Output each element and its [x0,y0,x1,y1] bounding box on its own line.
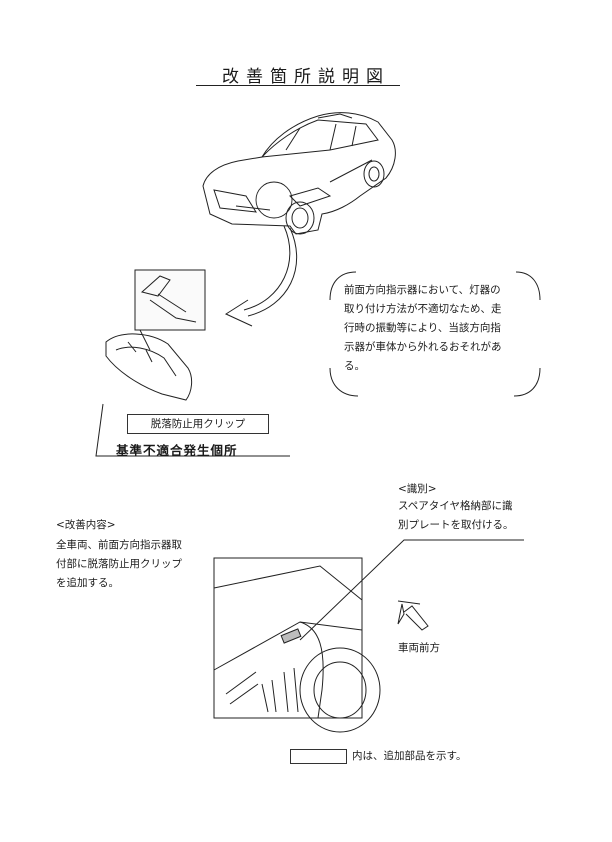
legend-box [290,749,347,764]
identification-leader [299,539,524,641]
pointer-arrow [224,225,298,327]
spare-tire-illustration [213,557,381,733]
improvement-line: を追加する。 [56,577,119,589]
description-line: 前面方向指示器において、灯器の [344,284,501,296]
description-line: る。 [344,360,365,372]
detail-inset [105,269,206,401]
clip-label-box: 脱落防止用クリップ [127,414,269,434]
defect-description: 前面方向指示器において、灯器の 取り付け方法が不適切なため、走 行時の振動等によ… [344,281,532,376]
vehicle-forward-arrow [397,600,429,631]
improvement-line: 付部に脱落防止用クリップ [56,558,182,570]
improvement-body: 全車両、前面方向指示器取 付部に脱落防止用クリップ を追加する。 [56,536,206,593]
description-line: 取り付け方法が不適切なため、走 [344,303,502,315]
direction-label: 車両前方 [398,642,440,654]
identification-line: スペアタイヤ格納部に識 [398,500,513,512]
description-frame [329,271,541,397]
identification-body: スペアタイヤ格納部に識 別プレートを取付ける。 [398,497,538,535]
car-illustration [202,112,396,235]
nonconformity-label: 基準不適合発生個所 [116,443,238,458]
description-line: 示器が車体から外れるおそれがあ [344,341,502,353]
nonconformity-leader [95,403,290,457]
improvement-line: 全車両、前面方向指示器取 [56,539,182,551]
description-line: 行時の振動等により、当該方向指 [344,322,501,334]
identification-heading: <識別> [398,483,437,495]
page-title: 改善箇所説明図 [222,67,390,87]
legend-text: 内は、追加部品を示す。 [352,750,467,762]
identification-line: 別プレートを取付ける。 [398,519,514,531]
improvement-heading: <改善内容> [56,519,116,531]
title-underline [196,85,400,86]
